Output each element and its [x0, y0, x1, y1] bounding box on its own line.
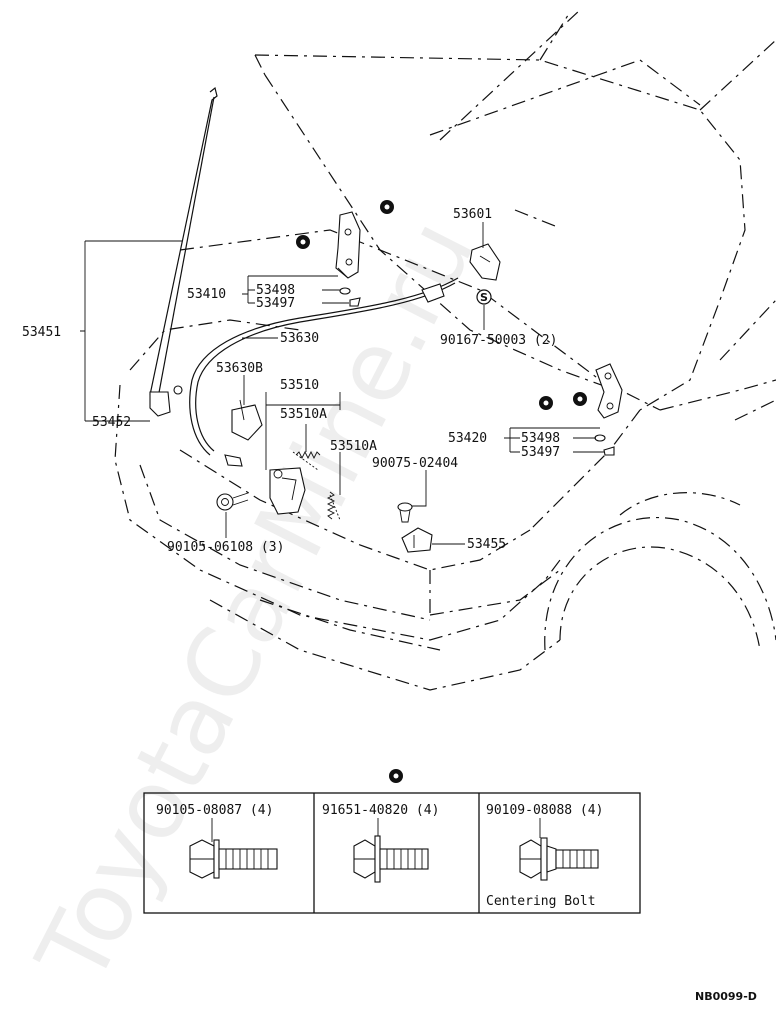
hood-hinge-right — [595, 363, 623, 419]
label-53410: 53410 — [187, 287, 226, 302]
label-90105-06108: 90105-06108 (3) — [167, 540, 284, 555]
label-53497-left: 53497 — [256, 296, 295, 311]
bolt-table: 90105-08087 (4) 91651-40820 (4) 90109-08… — [143, 769, 641, 914]
label-53452: 53452 — [92, 415, 131, 430]
label-90075-02404: 90075-02404 — [372, 456, 458, 471]
hood-support-rod — [149, 86, 218, 417]
washer-bolt-icon — [353, 818, 429, 883]
centering-bolt-caption: Centering Bolt — [486, 894, 596, 909]
bracket-53601 — [469, 243, 501, 281]
bullseye-icon — [539, 396, 553, 410]
label-53630: 53630 — [280, 331, 319, 346]
label-53510A-top: 53510A — [280, 407, 327, 422]
label-53451: 53451 — [22, 325, 61, 340]
label-53498-right: 53498 — [521, 431, 560, 446]
centering-bolt-icon — [519, 818, 599, 881]
bolt-part-2: 91651-40820 (4) — [322, 803, 439, 818]
hinge-small-parts — [339, 287, 615, 456]
bullseye-icon — [389, 769, 403, 783]
bullseye-icon — [296, 235, 310, 249]
part-labels: 53451 53452 53410 53498 53497 53630 5363… — [22, 207, 560, 555]
bolt-part-3: 90109-08088 (4) — [486, 803, 603, 818]
label-90167-50003: 90167-50003 (2) — [440, 333, 557, 348]
label-53630B: 53630B — [216, 361, 263, 376]
bullseye-icon — [573, 392, 587, 406]
label-53497-right: 53497 — [521, 445, 560, 460]
watermark: ToyotaCarMine.ru — [15, 202, 496, 1001]
label-53601: 53601 — [453, 207, 492, 222]
hood-hinge-left — [335, 211, 361, 279]
label-53510A-right: 53510A — [330, 439, 377, 454]
car-body-outline — [114, 9, 776, 691]
label-53420: 53420 — [448, 431, 487, 446]
cable-clamp-53630B — [231, 399, 263, 441]
bolt-marker-icons — [296, 200, 587, 410]
striker-53455 — [401, 527, 433, 553]
diagram-reference: NB0099-D — [695, 990, 757, 1003]
leader-lines — [80, 222, 604, 545]
screw-90075-02404 — [397, 502, 413, 523]
hood-lock-cable — [189, 277, 459, 467]
label-53455: 53455 — [467, 537, 506, 552]
label-53498-left: 53498 — [256, 283, 295, 298]
hood-lock-assembly — [269, 451, 341, 521]
bolt-90105-06108 — [216, 492, 249, 511]
bullseye-icon — [380, 200, 394, 214]
spring-parts — [295, 450, 336, 520]
flange-bolt-icon — [189, 818, 278, 879]
bolt-part-1: 90105-08087 (4) — [156, 803, 273, 818]
s-marker-label: S — [480, 291, 488, 304]
s-marker: S — [476, 289, 492, 305]
label-53510: 53510 — [280, 378, 319, 393]
